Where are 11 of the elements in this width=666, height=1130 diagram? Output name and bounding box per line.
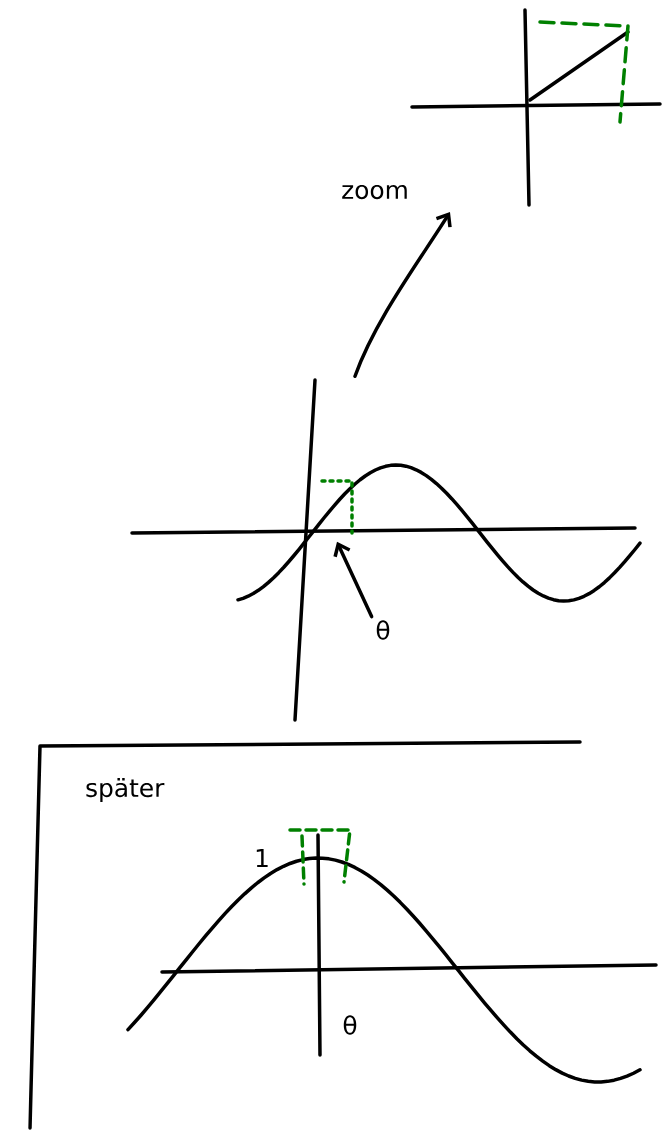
axis-label: θ	[343, 1015, 357, 1035]
arrow	[353, 212, 452, 378]
graph-drawing	[410, 8, 662, 207]
panel-title: später	[86, 778, 165, 802]
arrow	[333, 541, 374, 619]
handwritten-symbol: θ	[376, 620, 390, 640]
axis-label: 1	[256, 848, 268, 868]
graph-drawing	[126, 828, 658, 1084]
edge-label: zoom	[340, 183, 410, 201]
graph-drawing	[130, 378, 642, 722]
graph-drawing	[320, 479, 354, 535]
